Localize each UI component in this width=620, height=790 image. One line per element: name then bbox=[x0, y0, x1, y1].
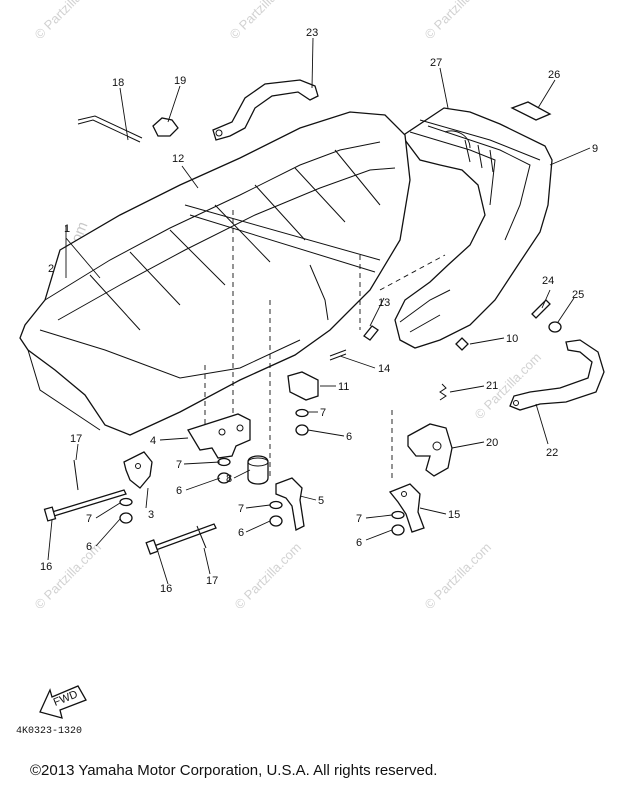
washer-7-c bbox=[269, 500, 283, 510]
bolt-16-mid bbox=[153, 523, 217, 551]
callout-7-a: 7 bbox=[320, 407, 326, 419]
callout-16-a: 16 bbox=[40, 561, 52, 573]
callout-18: 18 bbox=[112, 77, 124, 89]
callout-3: 3 bbox=[148, 509, 154, 521]
washer-7-d bbox=[295, 408, 309, 418]
seat-lock-rod bbox=[77, 115, 143, 143]
callout-17-a: 17 bbox=[70, 433, 82, 445]
grab-rail-lower bbox=[509, 339, 605, 411]
callout-15: 15 bbox=[448, 509, 460, 521]
callout-7-e: 7 bbox=[356, 513, 362, 525]
watermark-bottom-right: © Partzilla.com bbox=[422, 540, 495, 613]
callout-17-b: 17 bbox=[206, 575, 218, 587]
bolt-24 bbox=[531, 299, 551, 319]
callout-25: 25 bbox=[572, 289, 584, 301]
seat bbox=[19, 111, 411, 436]
bolt-10 bbox=[455, 337, 469, 351]
spring-21 bbox=[439, 383, 447, 401]
bracket-5 bbox=[275, 477, 305, 531]
callout-6-e: 6 bbox=[356, 537, 362, 549]
copyright-notice: ©2013 Yamaha Motor Corporation, U.S.A. A… bbox=[30, 762, 438, 779]
tail-cover bbox=[394, 107, 553, 349]
callout-6-c: 6 bbox=[238, 527, 244, 539]
nut-6-a bbox=[119, 512, 133, 524]
nut-6-c bbox=[269, 515, 283, 527]
screw-14 bbox=[329, 349, 347, 361]
callout-26: 26 bbox=[548, 69, 560, 81]
emblem-plate bbox=[510, 101, 552, 121]
fasteners bbox=[43, 299, 562, 555]
clip bbox=[152, 117, 179, 137]
bolt-16-mid-head bbox=[145, 539, 159, 555]
callout-6-a: 6 bbox=[346, 431, 352, 443]
callout-7-d: 7 bbox=[86, 513, 92, 525]
screw-13 bbox=[363, 325, 379, 341]
callout-20: 20 bbox=[486, 437, 498, 449]
seat-lock-20 bbox=[407, 423, 453, 477]
washer-7-e bbox=[391, 510, 405, 520]
callout-8: 8 bbox=[226, 473, 232, 485]
callout-23: 23 bbox=[306, 27, 318, 39]
nut-6-e bbox=[391, 524, 405, 536]
fwd-arrow-icon: FWD bbox=[39, 685, 87, 719]
callout-24: 24 bbox=[542, 275, 554, 287]
watermark-top-mid: © Partzilla.com bbox=[227, 0, 300, 42]
callout-7-b: 7 bbox=[176, 459, 182, 471]
callout-16-b: 16 bbox=[160, 583, 172, 595]
callout-1: 1 bbox=[64, 223, 70, 235]
nut-6-b bbox=[217, 472, 231, 484]
bracket-15 bbox=[388, 483, 425, 533]
callout-10: 10 bbox=[506, 333, 518, 345]
callout-7-c: 7 bbox=[238, 503, 244, 515]
grommet-25 bbox=[548, 321, 562, 333]
callout-9: 9 bbox=[592, 143, 598, 155]
callout-6-b: 6 bbox=[176, 485, 182, 497]
callout-14: 14 bbox=[378, 363, 390, 375]
bracket-11 bbox=[287, 371, 319, 401]
nut-6-d bbox=[295, 424, 309, 436]
watermark-bottom-mid: © Partzilla.com bbox=[232, 540, 305, 613]
callout-19: 19 bbox=[174, 75, 186, 87]
watermark-bottom-left: © Partzilla.com bbox=[32, 540, 105, 613]
damper-8 bbox=[247, 455, 269, 485]
leader-lines bbox=[47, 37, 591, 585]
callout-22: 22 bbox=[546, 447, 558, 459]
pin-17-mid bbox=[196, 525, 207, 549]
callout-4: 4 bbox=[150, 435, 156, 447]
grab-rail-upper bbox=[212, 79, 319, 141]
callout-labels: 23 27 26 9 12 18 19 1 2 13 14 10 24 25 2… bbox=[40, 27, 598, 595]
washer-7-a bbox=[119, 497, 133, 507]
pin-17-left bbox=[73, 459, 79, 491]
callout-13: 13 bbox=[378, 297, 390, 309]
callout-5: 5 bbox=[318, 495, 324, 507]
callout-11: 11 bbox=[338, 381, 349, 393]
callout-6-d: 6 bbox=[86, 541, 92, 553]
watermark-top-right: © Partzilla.com bbox=[422, 0, 495, 42]
bolt-16-left-head bbox=[43, 506, 57, 522]
callout-27: 27 bbox=[430, 57, 442, 69]
bracket-3 bbox=[123, 451, 153, 489]
callout-21: 21 bbox=[486, 380, 498, 392]
watermark-top-left: © Partzilla.com bbox=[32, 0, 105, 42]
bracket-4 bbox=[187, 413, 251, 459]
callout-2: 2 bbox=[48, 263, 54, 275]
drawing-code: 4K0323-1320 bbox=[16, 726, 83, 737]
assembly-lines bbox=[204, 210, 446, 480]
callout-12: 12 bbox=[172, 153, 184, 165]
